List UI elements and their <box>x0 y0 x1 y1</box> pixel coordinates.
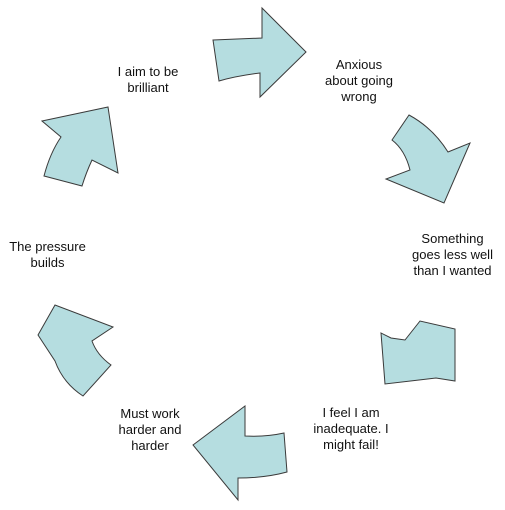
step-label-something: Something goes less well than I wanted <box>400 231 505 279</box>
step-label-pressure: The pressure builds <box>0 239 95 271</box>
arrow-left-up <box>37 304 115 397</box>
step-line: wrong <box>341 89 377 104</box>
step-line: might fail! <box>323 437 379 452</box>
step-line: Anxious <box>335 57 383 72</box>
step-line: brilliant <box>127 80 169 95</box>
step-line: I aim to be <box>117 64 179 79</box>
step-label-inadequate: I feel I am inadequate. I might fail! <box>296 405 406 453</box>
step-line: inadequate. I <box>313 421 389 436</box>
step-label-anxious: Anxious about going wrong <box>304 57 414 105</box>
step-line: The pressure <box>9 239 86 254</box>
step-label-work: Must work harder and harder <box>100 406 200 454</box>
arrow-bottom-left <box>192 405 288 502</box>
step-line: harder and <box>118 422 182 437</box>
arrow-top-right <box>212 6 307 99</box>
step-line: harder <box>131 438 169 453</box>
arrow-left-upper <box>40 106 119 187</box>
step-line: Something <box>421 231 484 246</box>
step-line: builds <box>30 255 65 270</box>
step-line: about going <box>325 73 393 88</box>
step-label-aim: I aim to be brilliant <box>98 64 198 96</box>
arrow-right-lower-down <box>380 320 456 385</box>
arrow-right-down <box>384 114 471 204</box>
step-line: Must work <box>120 406 180 421</box>
step-line: I feel I am <box>322 405 380 420</box>
step-line: goes less well <box>412 247 493 262</box>
step-line: than I wanted <box>413 263 492 278</box>
